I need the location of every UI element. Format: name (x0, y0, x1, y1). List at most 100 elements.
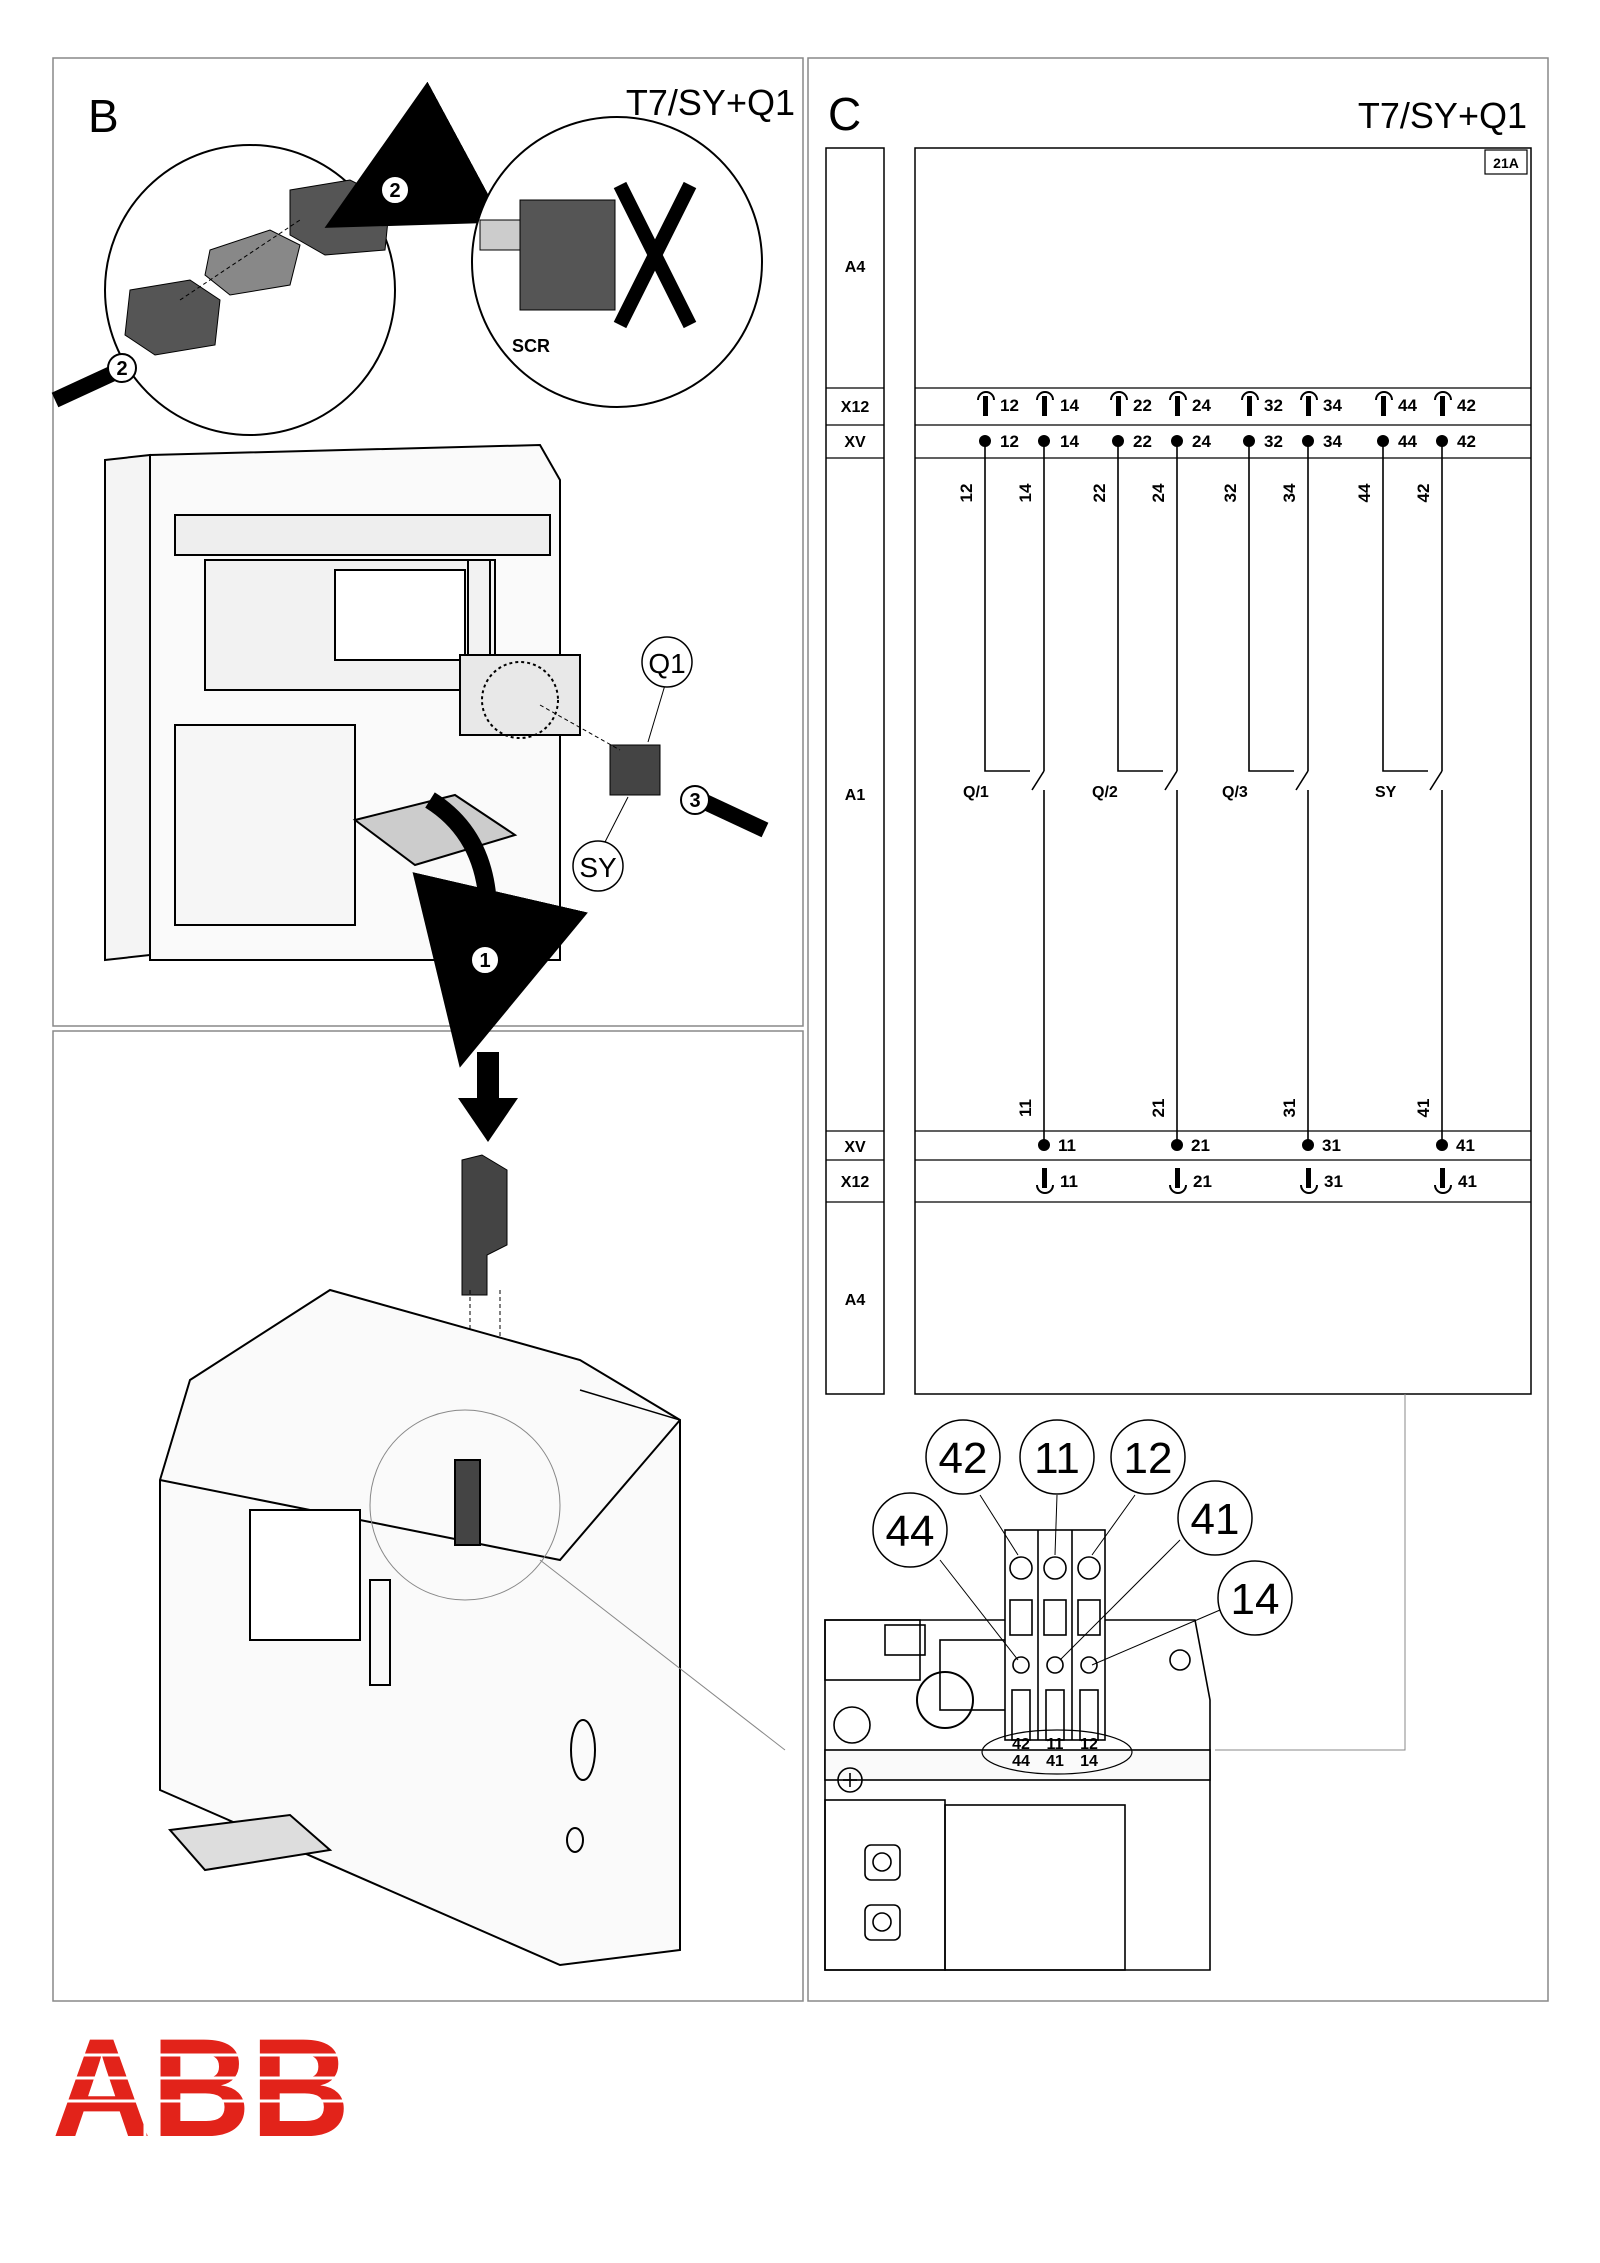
row-label-xv-bottom: XV (844, 1139, 866, 1156)
svg-text:24: 24 (1192, 396, 1211, 415)
callout-q1: Q1 (641, 636, 693, 743)
svg-text:12: 12 (1000, 396, 1019, 415)
contact-sy: SY (1375, 784, 1397, 801)
svg-text:14: 14 (1231, 1575, 1280, 1624)
terminal-12-top: 12 12 12 (957, 391, 1019, 503)
step-2-arrow-lower: 2 (51, 353, 137, 408)
svg-text:22: 22 (1090, 484, 1109, 503)
schematic-box (914, 147, 1532, 1395)
svg-text:21: 21 (1193, 1172, 1212, 1191)
row-dividers (826, 387, 1531, 1203)
detail-leader (539, 1559, 786, 1751)
svg-text:31: 31 (1324, 1172, 1343, 1191)
row-label-a1: A1 (845, 787, 866, 804)
svg-text:41: 41 (1191, 1495, 1240, 1544)
svg-text:11: 11 (1034, 1434, 1080, 1483)
svg-text:12: 12 (1000, 432, 1019, 451)
svg-text:34: 34 (1280, 483, 1299, 502)
panel-c-frame (807, 57, 1549, 2002)
scr-label: SCR (512, 336, 550, 356)
callout-42: 42 (925, 1419, 1019, 1556)
svg-text:41: 41 (1046, 1753, 1064, 1770)
callout-sy: SY (572, 796, 629, 892)
terminal-42-top: 42 42 42 (1414, 391, 1476, 503)
svg-text:22: 22 (1133, 396, 1152, 415)
svg-text:12: 12 (1124, 1434, 1173, 1483)
terminal-34-top: 34 34 34 (1280, 391, 1342, 502)
svg-text:44: 44 (1398, 396, 1417, 415)
svg-text:11: 11 (1016, 1099, 1035, 1117)
terminal-14-top: 14 14 14 (1016, 391, 1079, 502)
terminal-41-bottom: 41 41 41 (1414, 1099, 1477, 1194)
callout-14: 14 (1091, 1560, 1293, 1666)
schematic-leader (1215, 1394, 1406, 1751)
svg-text:41: 41 (1414, 1099, 1433, 1118)
svg-text:42: 42 (1414, 484, 1433, 503)
svg-text:34: 34 (1323, 396, 1342, 415)
svg-text:42: 42 (1012, 1736, 1030, 1753)
contact-q1: Q/1 (963, 784, 989, 801)
row-labels: A4 X12 XV A1 XV X12 A4 (841, 259, 870, 1309)
row-label-x12-bottom: X12 (841, 1174, 870, 1191)
panel-c-model: T7/SY+Q1 (1358, 95, 1527, 136)
svg-text:11: 11 (1047, 1736, 1064, 1753)
terminal-block-detail (824, 1529, 1211, 1971)
step-2-arrow-upper: 2 (324, 81, 504, 228)
svg-text:31: 31 (1322, 1136, 1341, 1155)
top-terminals: 12 12 12 14 14 14 22 22 22 24 24 24 (957, 391, 1476, 503)
terminal-21-bottom: 21 21 21 (1149, 1099, 1212, 1194)
abb-logo-text: ABB (52, 2009, 350, 2166)
callout-41: 41 (1059, 1480, 1253, 1661)
panel-b-model: T7/SY+Q1 (626, 82, 795, 123)
svg-text:2: 2 (389, 180, 400, 202)
svg-text:24: 24 (1149, 483, 1168, 502)
terminal-callouts: 42 11 12 44 41 14 (872, 1419, 1293, 1666)
svg-text:32: 32 (1264, 396, 1283, 415)
terminal-plate-labels: 42 11 12 44 41 14 (1012, 1736, 1098, 1770)
contact-q3: Q/3 (1222, 784, 1248, 801)
svg-text:41: 41 (1456, 1136, 1475, 1155)
row-label-x12-top: X12 (841, 399, 870, 416)
wrong-position-circle: SCR (471, 116, 763, 408)
svg-text:3: 3 (689, 790, 700, 812)
svg-text:42: 42 (1457, 432, 1476, 451)
aux-contact-module (539, 704, 661, 796)
panel-c-letter: C (828, 88, 861, 140)
panel-b-letter: B (88, 90, 119, 142)
terminal-24-top: 24 24 24 (1149, 391, 1211, 502)
callout-44: 44 (872, 1492, 1019, 1661)
svg-text:11: 11 (1060, 1172, 1078, 1191)
svg-text:32: 32 (1264, 432, 1283, 451)
row-label-a4-top: A4 (845, 259, 866, 276)
row-label-column (825, 147, 885, 1395)
step-1-arrow: 1 (412, 792, 588, 1068)
svg-text:42: 42 (939, 1434, 988, 1483)
terminal-11-bottom: 11 11 11 (1016, 1099, 1078, 1194)
contact-q2: Q/2 (1092, 784, 1118, 801)
svg-text:14: 14 (1080, 1753, 1098, 1770)
svg-text:1: 1 (479, 950, 490, 972)
terminal-44-top: 44 44 44 (1355, 391, 1417, 502)
sheet-ref-box (1484, 149, 1528, 175)
step-3-arrow: 3 (680, 785, 769, 838)
callout-11: 11 (1019, 1419, 1095, 1556)
svg-text:21: 21 (1191, 1136, 1210, 1155)
svg-text:32: 32 (1221, 484, 1240, 503)
svg-text:12: 12 (957, 484, 976, 503)
insertion-arrow (458, 1052, 518, 1142)
svg-text:21: 21 (1149, 1099, 1168, 1118)
connector-detail-circle (104, 144, 396, 436)
terminal-32-top: 32 32 32 (1221, 391, 1283, 503)
terminal-22-top: 22 22 22 (1090, 391, 1152, 503)
svg-text:14: 14 (1060, 396, 1079, 415)
svg-text:12: 12 (1080, 1736, 1098, 1753)
svg-text:44: 44 (886, 1507, 935, 1556)
svg-text:11: 11 (1058, 1136, 1076, 1155)
svg-text:44: 44 (1012, 1753, 1030, 1770)
breaker-body-bottom (159, 1288, 681, 1967)
svg-text:SY: SY (579, 852, 617, 883)
svg-text:24: 24 (1192, 432, 1211, 451)
svg-text:44: 44 (1355, 483, 1374, 502)
svg-text:22: 22 (1133, 432, 1152, 451)
